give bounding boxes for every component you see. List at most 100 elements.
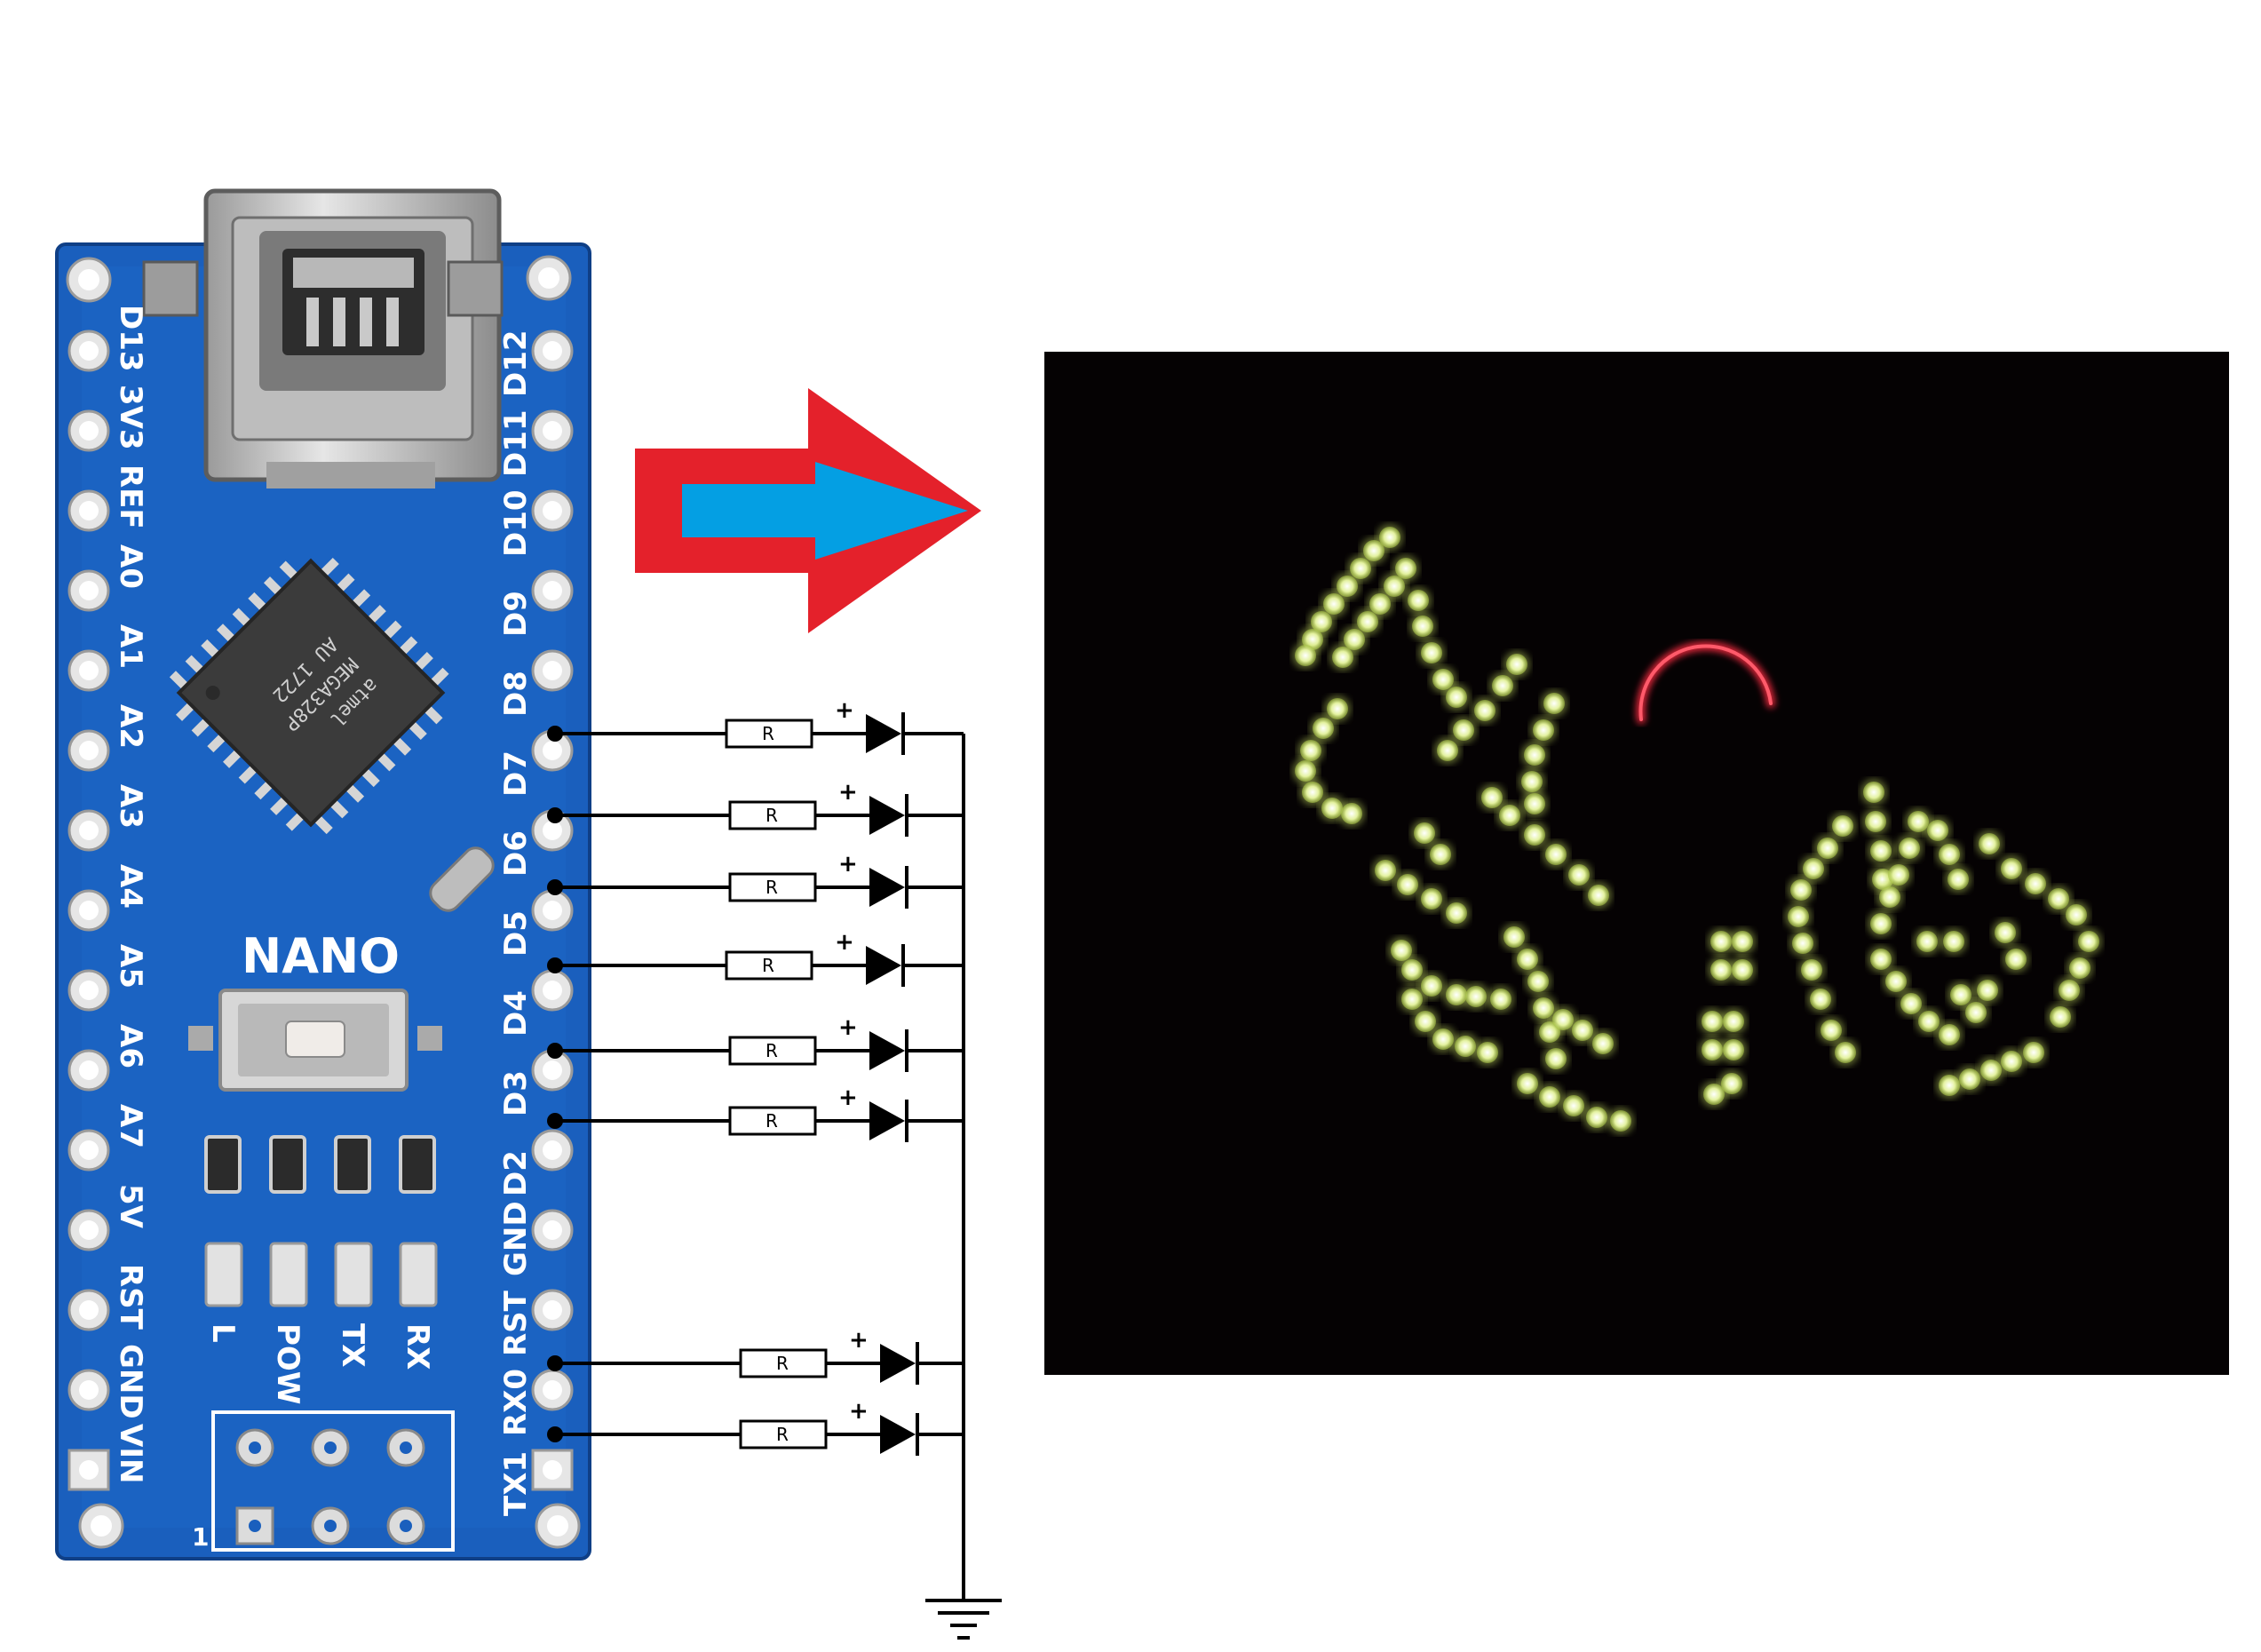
led-branch-d3: R+ bbox=[547, 1014, 964, 1072]
diode bbox=[869, 1101, 905, 1140]
led-branch-d2: R+ bbox=[547, 1084, 964, 1142]
right-pin-label: D11 bbox=[498, 409, 534, 477]
right-pin-label: RX0 bbox=[498, 1369, 534, 1436]
right-pin-d3: D3 bbox=[498, 1049, 574, 1116]
mounting-holes bbox=[66, 255, 581, 1549]
polarity-mark: + bbox=[849, 1327, 869, 1354]
header-pin-one-label: 1 bbox=[192, 1522, 209, 1552]
left-pin-label: A1 bbox=[113, 624, 148, 669]
pov-led-dots bbox=[1292, 524, 2102, 1134]
polarity-mark: + bbox=[838, 1014, 858, 1041]
icsp-header: 1 bbox=[192, 1410, 455, 1552]
led-branch-d6: R+ bbox=[547, 779, 964, 837]
left-pin-ref: REF bbox=[67, 465, 148, 532]
right-pin-label: D8 bbox=[498, 671, 534, 717]
right-pin-d6: D6 bbox=[498, 809, 574, 877]
resistor bbox=[728, 1036, 817, 1066]
right-pin-d11: D11 bbox=[498, 409, 574, 477]
right-pin-d10: D10 bbox=[498, 489, 574, 557]
resistor-label: R bbox=[762, 955, 774, 976]
right-pin-d8: D8 bbox=[498, 649, 574, 717]
arduino-nano-board: atmel MEGA328P AU 1722 NANO bbox=[55, 188, 591, 1561]
resistor-label: R bbox=[766, 877, 778, 898]
left-pin-label: RST bbox=[113, 1264, 148, 1330]
resistor-label: R bbox=[766, 1110, 778, 1132]
right-pin-label: D2 bbox=[498, 1150, 534, 1196]
diode bbox=[869, 796, 905, 835]
right-pin-d2: D2 bbox=[498, 1129, 574, 1196]
diode bbox=[866, 714, 901, 753]
led-branch-tx1: R+ bbox=[547, 1398, 964, 1456]
resistor bbox=[725, 719, 813, 749]
photo-background bbox=[1044, 352, 2229, 1375]
led-branch-d5: R+ bbox=[547, 851, 964, 909]
direction-arrow bbox=[635, 388, 981, 633]
left-pin-label: D13 bbox=[113, 305, 148, 372]
pov-display-photo bbox=[1044, 352, 2229, 1375]
right-pin-label: D7 bbox=[498, 751, 534, 797]
board-name-label: NANO bbox=[242, 928, 400, 984]
left-pin-a4: A4 bbox=[67, 864, 148, 932]
right-pin-gnd: GND bbox=[498, 1201, 574, 1276]
resistor-label: R bbox=[776, 1353, 789, 1374]
right-pin-d9: D9 bbox=[498, 569, 574, 637]
right-pin-label: D3 bbox=[498, 1070, 534, 1116]
left-pin-label: GND bbox=[113, 1344, 148, 1419]
right-pin-rst: RST bbox=[498, 1289, 574, 1356]
left-pin-5v: 5V bbox=[67, 1184, 148, 1251]
led-label-tx: TX bbox=[335, 1323, 370, 1367]
right-pin-label: D6 bbox=[498, 830, 534, 877]
resistor-label: R bbox=[776, 1424, 789, 1445]
resistor bbox=[725, 950, 813, 981]
resistor-label: R bbox=[766, 805, 778, 826]
reset-button bbox=[188, 989, 442, 1092]
right-pin-label: D5 bbox=[498, 910, 534, 957]
left-pin-gnd: GND bbox=[67, 1344, 148, 1419]
left-pin-label: A2 bbox=[113, 704, 148, 749]
diode bbox=[869, 1031, 905, 1070]
left-pin-label: A4 bbox=[113, 864, 148, 909]
left-pin-a1: A1 bbox=[67, 624, 148, 692]
right-pin-label: TX1 bbox=[498, 1451, 534, 1516]
resistor-label: R bbox=[762, 723, 774, 744]
led-circuit: R+R+R+R+R+R+R+R+ bbox=[547, 697, 1002, 1640]
arrow-fill bbox=[682, 462, 968, 560]
led-label-rx: RX bbox=[400, 1323, 435, 1370]
left-pin-label: A0 bbox=[113, 544, 148, 589]
left-pin-label: A7 bbox=[113, 1104, 148, 1148]
right-pin-label: GND bbox=[498, 1201, 534, 1276]
left-pin-a7: A7 bbox=[67, 1104, 148, 1171]
left-pin-d13: D13 bbox=[67, 305, 148, 372]
polarity-mark: + bbox=[835, 929, 854, 956]
left-pin-a6: A6 bbox=[67, 1024, 148, 1092]
diode bbox=[869, 868, 905, 907]
left-pin-label: A3 bbox=[113, 784, 148, 829]
left-pin-a0: A0 bbox=[67, 544, 148, 612]
diode bbox=[880, 1344, 916, 1383]
diode bbox=[880, 1415, 916, 1454]
right-pin-rx0: RX0 bbox=[498, 1369, 574, 1436]
left-pin-label: REF bbox=[113, 465, 148, 529]
polarity-mark: + bbox=[838, 779, 858, 806]
led-branch-rx0: R+ bbox=[547, 1327, 964, 1385]
right-pin-label: D4 bbox=[498, 990, 534, 1036]
left-pin-label: A6 bbox=[113, 1024, 148, 1068]
left-pin-label: 3V3 bbox=[113, 385, 148, 450]
led-label-l: L bbox=[205, 1323, 241, 1343]
right-pin-d7: D7 bbox=[498, 729, 574, 797]
left-pin-rst: RST bbox=[67, 1264, 148, 1331]
usb-connector bbox=[142, 188, 504, 488]
smd-resistors bbox=[204, 1135, 436, 1194]
status-leds bbox=[204, 1242, 438, 1307]
diode bbox=[866, 946, 901, 985]
led-branch-d4: R+ bbox=[547, 929, 964, 987]
polarity-mark: + bbox=[838, 1084, 858, 1111]
resistor bbox=[728, 800, 817, 830]
ground-symbol bbox=[925, 1592, 1002, 1640]
left-pin-a3: A3 bbox=[67, 784, 148, 852]
left-pin-a2: A2 bbox=[67, 704, 148, 772]
left-pin-a5: A5 bbox=[67, 944, 148, 1012]
pcb-trace-area bbox=[82, 266, 566, 1528]
